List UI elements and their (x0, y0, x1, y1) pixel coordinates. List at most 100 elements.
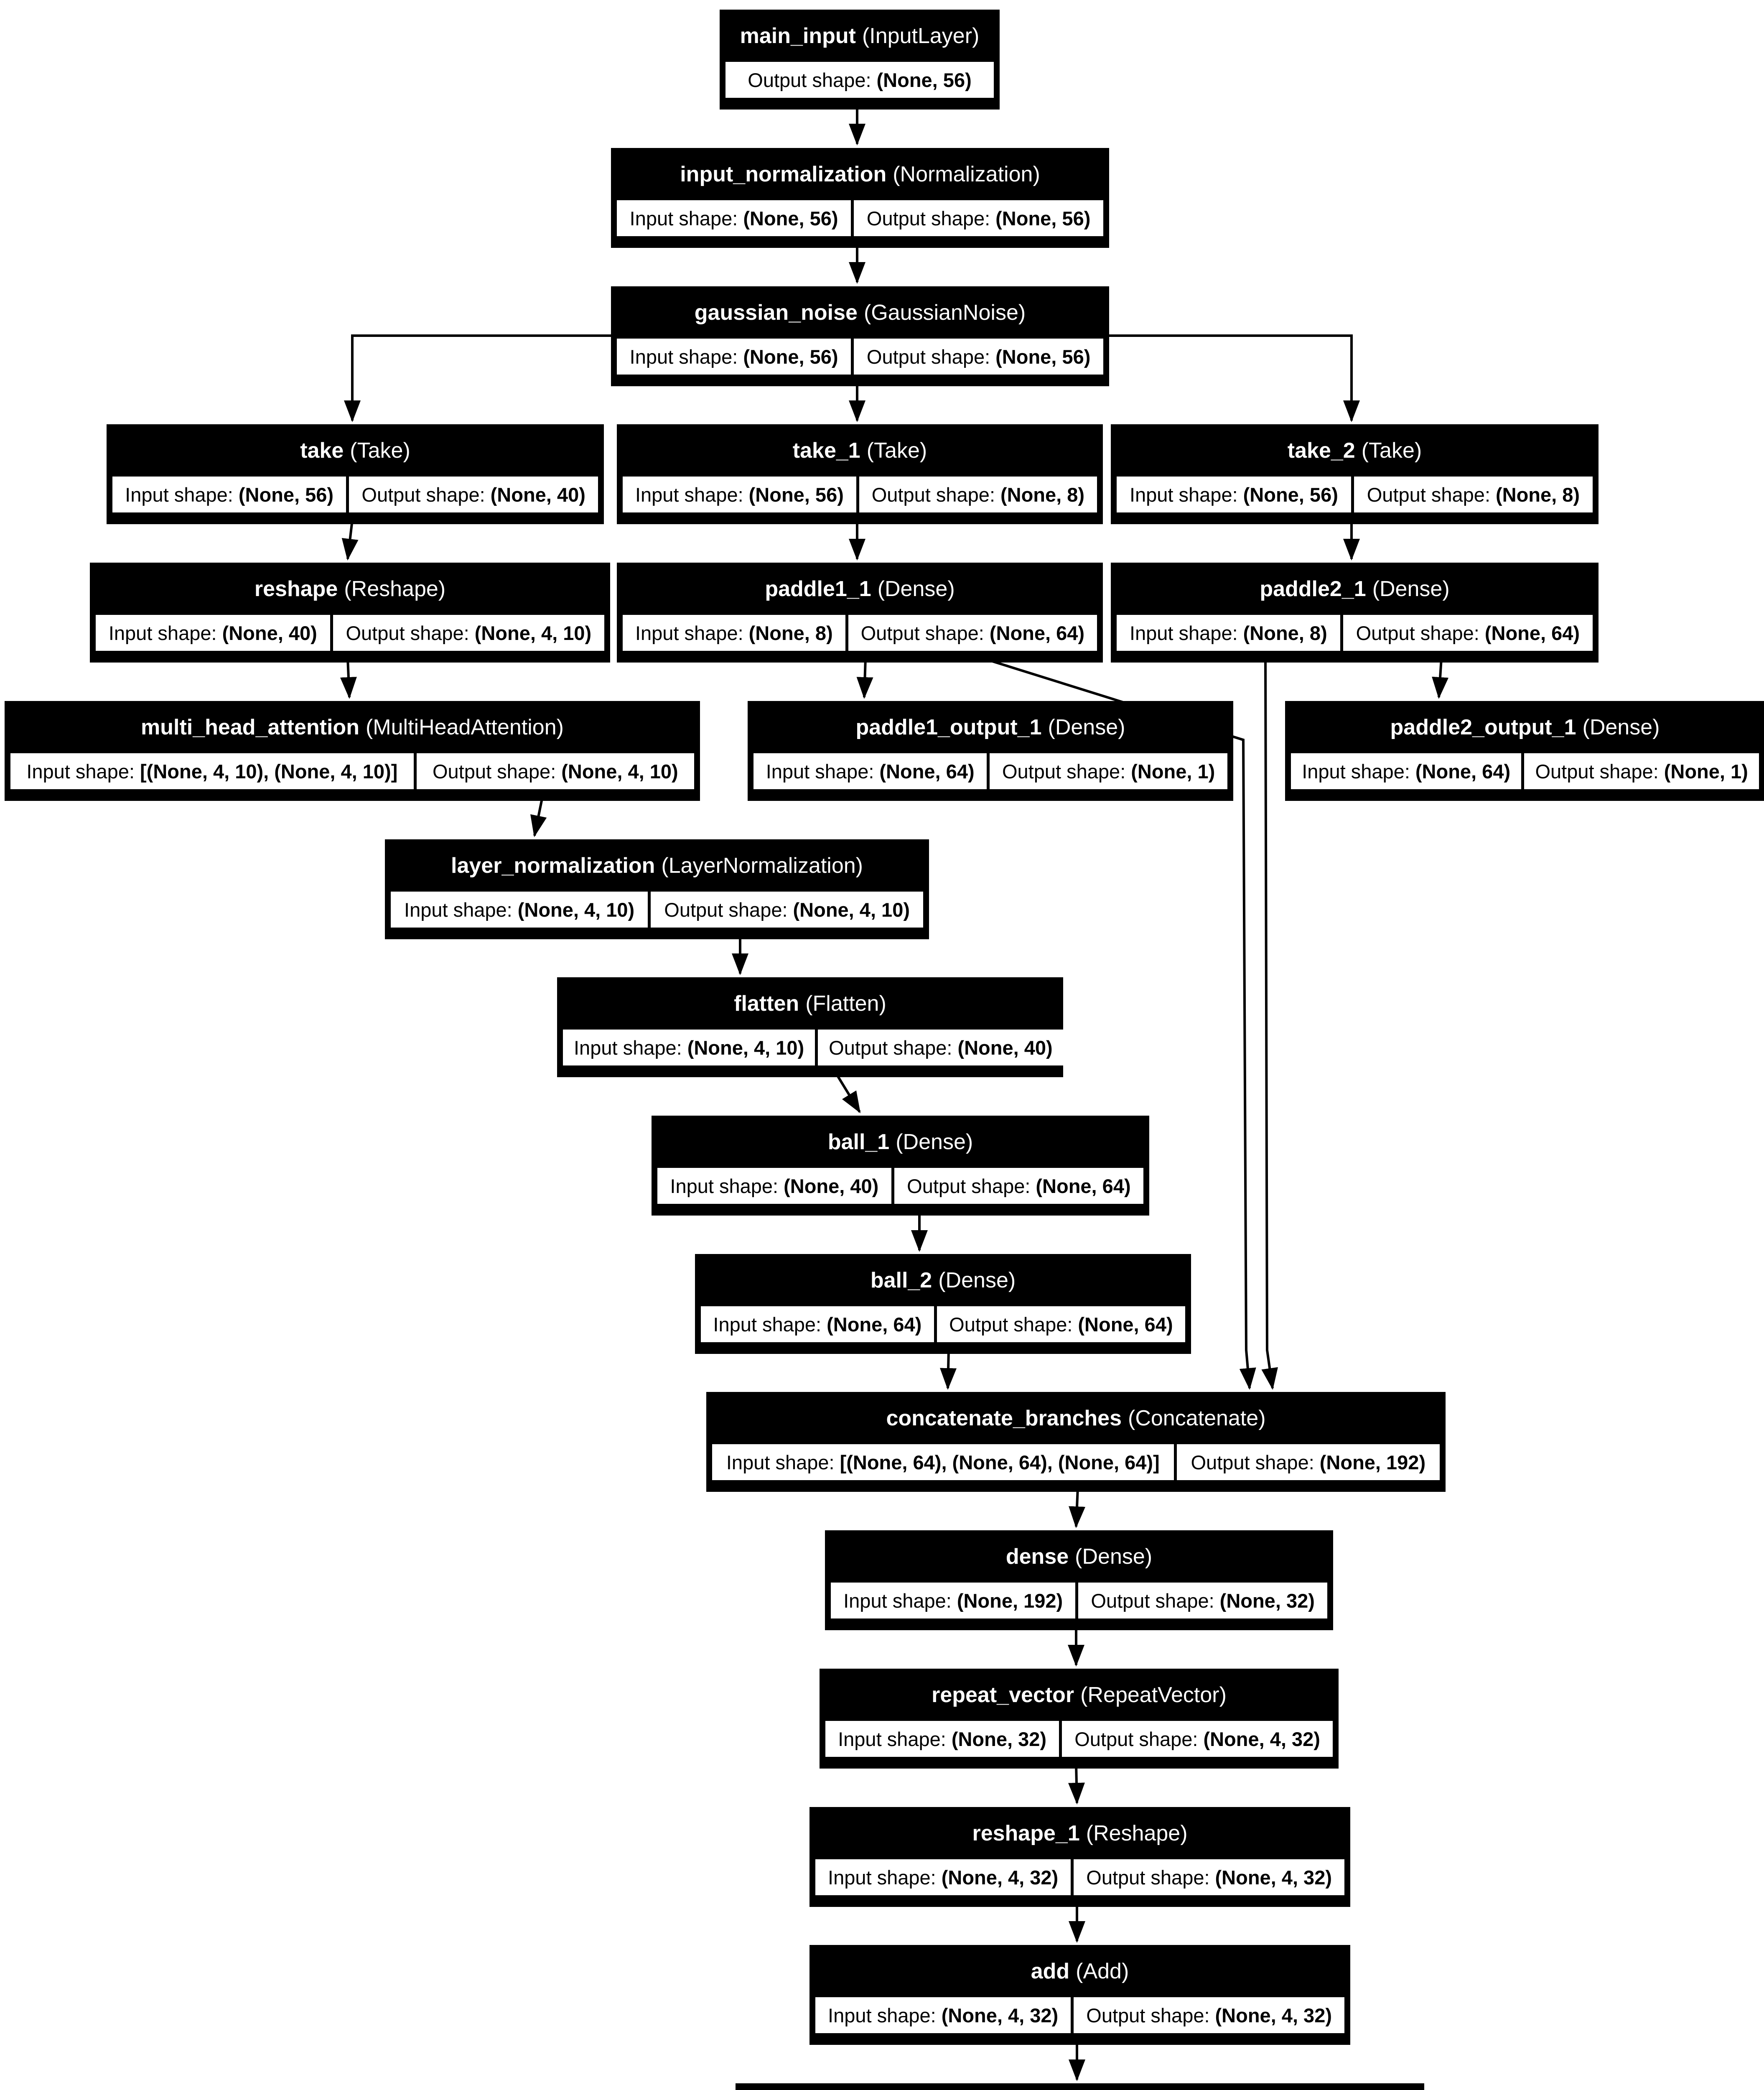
output-shape-cell: Output shape:(None, 64) (1343, 615, 1593, 651)
layer-type: (MultiHeadAttention) (365, 715, 564, 739)
input-shape-cell-value: (None, 56) (748, 483, 844, 506)
output-shape-cell: Output shape:(None, 8) (859, 477, 1097, 512)
output-shape-cell: Output shape:(None, 56) (725, 62, 994, 98)
layer-title: main_input(InputLayer) (723, 13, 997, 59)
layer-name: dense (1005, 1544, 1069, 1569)
output-shape-cell-label: Output shape: (361, 483, 485, 506)
output-shape-cell-value: (None, 64) (1484, 622, 1580, 644)
layer-node-multi_head_attention_1: multi_head_attention_1(MultiHeadAttentio… (736, 2083, 1424, 2090)
output-shape-cell-value: (None, 32) (1219, 1589, 1315, 1612)
edge-concatenate_branches-to-dense (1069, 1487, 1086, 1528)
edge-reshape-to-multi_head_attention (340, 658, 357, 699)
output-shape-cell: Output shape:(None, 1) (1524, 753, 1759, 789)
layer-name: reshape (254, 576, 338, 601)
input-shape-cell-label: Input shape: (629, 207, 738, 229)
input-shape-cell: Input shape:(None, 56) (1117, 477, 1351, 512)
layer-node-reshape_1: reshape_1(Reshape)Input shape:(None, 4, … (809, 1807, 1350, 1907)
layer-node-layer_normalization: layer_normalization(LayerNormalization)I… (385, 839, 929, 939)
layer-name: concatenate_branches (886, 1406, 1122, 1430)
input-shape-cell-label: Input shape: (635, 622, 743, 644)
layer-type: (Take) (1361, 438, 1422, 463)
output-shape-cell: Output shape:(None, 40) (818, 1030, 1064, 1065)
layer-name: flatten (734, 991, 799, 1016)
layer-name: repeat_vector (932, 1682, 1074, 1707)
output-shape-cell-value: (None, 56) (876, 69, 972, 91)
input-shape-cell-label: Input shape: (629, 345, 738, 368)
input-shape-cell-label: Input shape: (828, 2004, 936, 2026)
input-shape-cell-value: (None, 40) (784, 1175, 879, 1197)
output-shape-cell-label: Output shape: (871, 483, 995, 506)
shape-cells: Input shape:(None, 64)Output shape:(None… (751, 750, 1230, 792)
layer-title: layer_normalization(LayerNormalization) (388, 842, 926, 889)
input-shape-cell-label: Input shape: (404, 898, 512, 921)
layer-title: input_normalization(Normalization) (614, 151, 1106, 197)
layer-node-paddle1_1: paddle1_1(Dense)Input shape:(None, 8)Out… (617, 563, 1103, 663)
layer-name: input_normalization (680, 162, 887, 186)
layer-title: take_2(Take) (1114, 427, 1596, 474)
output-shape-cell-label: Output shape: (1356, 622, 1479, 644)
shape-cells: Input shape:(None, 4, 10)Output shape:(N… (388, 889, 926, 930)
shape-cells: Input shape:(None, 8)Output shape:(None,… (620, 612, 1100, 654)
output-shape-cell: Output shape:(None, 4, 32) (1062, 1721, 1333, 1757)
input-shape-cell-label: Input shape: (713, 1313, 822, 1336)
input-shape-cell: Input shape:(None, 4, 32) (815, 1859, 1071, 1895)
input-shape-cell-value: (None, 56) (743, 345, 838, 368)
output-shape-cell-label: Output shape: (860, 622, 984, 644)
layer-title: ball_2(Dense) (698, 1257, 1188, 1303)
edge-paddle1_1-to-paddle1_output_1 (856, 658, 873, 699)
shape-cells: Input shape:(None, 56) Output shape:(None… (109, 474, 601, 515)
input-shape-cell-value: [(None, 64), (None, 64), (None, 64)] (840, 1451, 1160, 1473)
input-shape-cell-value: (None, 32) (951, 1728, 1047, 1750)
output-shape-cell-value: (None, 1) (1664, 760, 1748, 782)
edge-multi_head_attention-to-layer_normalization (530, 796, 547, 837)
layer-name: ball_2 (870, 1268, 932, 1292)
input-shape-cell: Input shape:(None, 8) (623, 615, 845, 651)
input-shape-cell-value: (None, 40) (222, 622, 317, 644)
layer-type: (Dense) (938, 1268, 1016, 1292)
input-shape-cell: Input shape:(None, 56) (112, 477, 346, 512)
input-shape-cell: Input shape:(None, 4, 32) (815, 1997, 1071, 2033)
output-shape-cell-label: Output shape: (1367, 483, 1490, 506)
output-shape-cell-value: (None, 4, 32) (1215, 1866, 1332, 1889)
shape-cells: Input shape:(None, 8)Output shape:(None,… (1114, 612, 1596, 654)
output-shape-cell-label: Output shape: (1086, 2004, 1210, 2026)
layer-node-multi_head_attention: multi_head_attention(MultiHeadAttention)… (5, 701, 700, 801)
layer-title: take(Take) (109, 427, 601, 474)
layer-name: ball_1 (827, 1129, 890, 1154)
output-shape-cell-value: (None, 4, 10) (474, 622, 592, 644)
edge-gaussian_noise-to-take (344, 334, 611, 422)
output-shape-cell: Output shape:(None, 4, 32) (1074, 1859, 1345, 1895)
layer-type: (Dense) (896, 1129, 973, 1154)
layer-node-input_normalization: input_normalization(Normalization) Input … (611, 148, 1109, 248)
input-shape-cell: Input shape:(None, 192) (831, 1583, 1076, 1618)
edge-gaussian_noise-to-take_2 (1103, 334, 1360, 422)
output-shape-cell: Output shape:(None, 4, 10) (416, 753, 695, 789)
input-shape-cell-value: (None, 56) (743, 207, 838, 229)
layer-type: (Dense) (877, 576, 955, 601)
output-shape-cell-label: Output shape: (866, 207, 990, 229)
layer-type: (RepeatVector) (1080, 1682, 1227, 1707)
input-shape-cell-label: Input shape: (828, 1866, 936, 1889)
output-shape-cell-label: Output shape: (829, 1036, 952, 1059)
output-shape-cell-value: (None, 40) (490, 483, 585, 506)
input-shape-cell-label: Input shape: (1129, 483, 1238, 506)
layer-type: (GaussianNoise) (863, 300, 1026, 325)
edge-paddle2_1-to-paddle2_output_1 (1432, 658, 1449, 699)
input-shape-cell-value: (None, 56) (1243, 483, 1338, 506)
layer-type: (LayerNormalization) (661, 853, 863, 878)
output-shape-cell-value: (None, 64) (1036, 1175, 1131, 1197)
layer-name: layer_normalization (451, 853, 655, 878)
shape-cells: Input shape:(None, 56)Output shape:(None… (614, 336, 1106, 377)
layer-type: (Dense) (1075, 1544, 1153, 1569)
output-shape-cell-label: Output shape: (1091, 1589, 1214, 1612)
layer-type: (Add) (1076, 1959, 1129, 1983)
layer-name: main_input (740, 23, 856, 48)
layer-node-paddle2_1: paddle2_1(Dense)Input shape:(None, 8)Out… (1111, 563, 1599, 663)
layer-title: repeat_vector(RepeatVector) (822, 1672, 1336, 1718)
input-shape-cell-label: Input shape: (1129, 622, 1238, 644)
layer-name: take_1 (792, 438, 860, 463)
layer-node-dense: dense(Dense) Input shape:(None, 192) Outpu… (825, 1530, 1333, 1630)
shape-cells: Output shape:(None, 56) (723, 59, 997, 101)
